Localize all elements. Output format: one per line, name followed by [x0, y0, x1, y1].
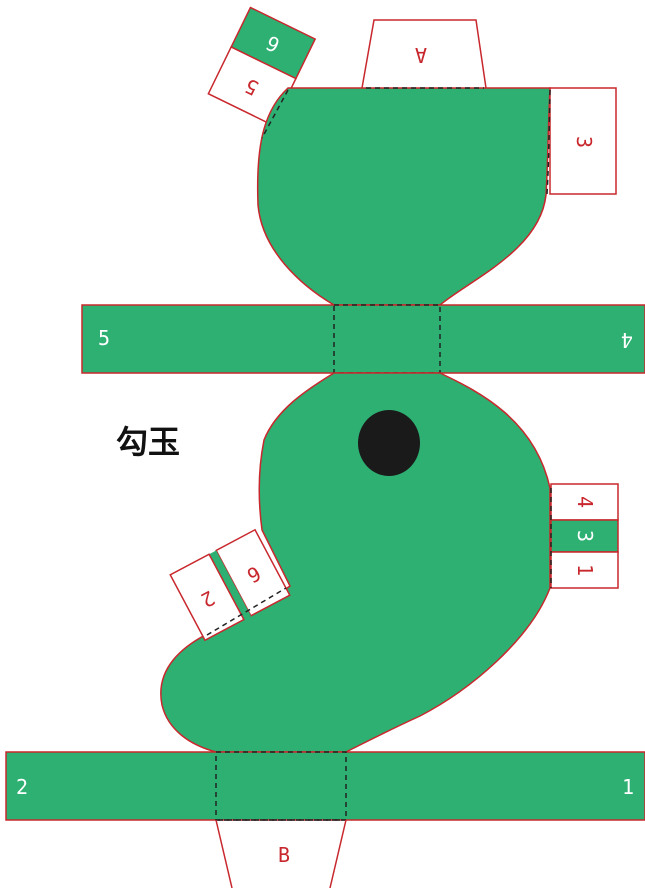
band-bottom [5, 751, 645, 821]
lower-body [160, 372, 551, 753]
tab-group-6-2-lower: 6 2 [169, 528, 291, 642]
title: 勾玉 [116, 423, 180, 461]
tab-b [215, 819, 347, 889]
side-tab-1-label: 1 [573, 564, 597, 576]
top-body [256, 87, 551, 306]
lower-tab-2 [169, 553, 245, 642]
band-top-right-label: 4 [621, 328, 633, 352]
side-tab-3 [550, 519, 619, 553]
band-top [81, 304, 645, 374]
side-tab-1 [550, 551, 619, 589]
side-tab-3-label: 3 [573, 530, 597, 542]
band-top-left-label: 5 [98, 326, 110, 350]
tab-3-top [549, 87, 617, 195]
fold-line-3 [546, 89, 551, 195]
band-bottom-left-label: 2 [16, 775, 28, 799]
side-tab-4-label: 4 [573, 496, 597, 508]
tab-a [361, 19, 487, 89]
tab-b-label: B [278, 843, 290, 867]
tab-a-label: A [415, 43, 427, 67]
tab-3-top-label: 3 [572, 136, 596, 148]
fold-line-5 [261, 89, 289, 139]
lower-tab-stripe [209, 550, 251, 620]
fold-line-lower-tab [206, 587, 287, 636]
eye-hole [358, 410, 420, 476]
band-bottom-right-label: 1 [622, 775, 634, 799]
